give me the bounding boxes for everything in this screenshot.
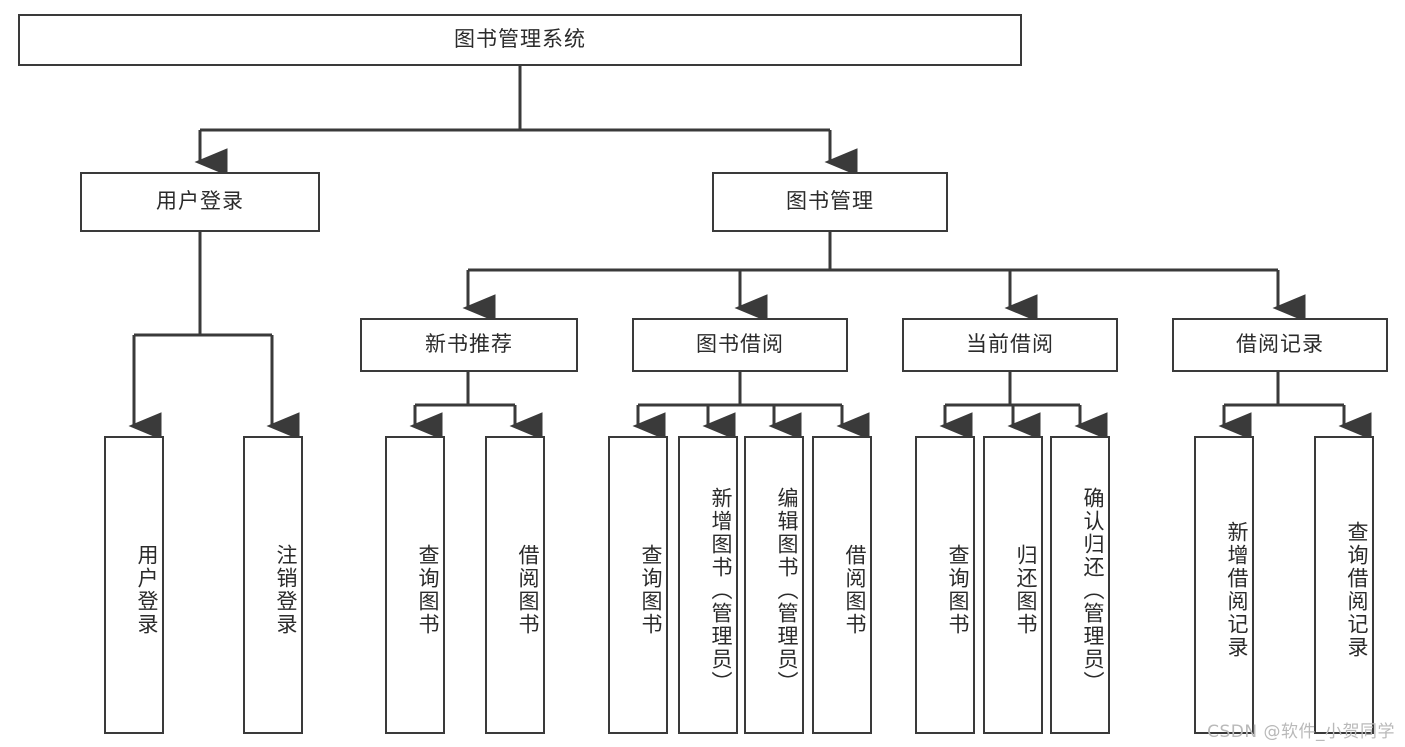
node-leaf-return-book[interactable]: 归还图书 bbox=[983, 436, 1043, 734]
node-level3-borrow-book[interactable]: 图书借阅 bbox=[632, 318, 848, 372]
node-level3-borrow-book-label: 图书借阅 bbox=[696, 332, 784, 357]
node-leaf-query-book-current-label: 查询图书 bbox=[946, 544, 970, 636]
node-leaf-query-book-current[interactable]: 查询图书 bbox=[915, 436, 975, 734]
node-leaf-edit-book-admin[interactable]: 编辑图书（管理员） bbox=[744, 436, 804, 734]
node-leaf-query-borrow-record[interactable]: 查询借阅记录 bbox=[1314, 436, 1374, 734]
node-leaf-query-book[interactable]: 查询图书 bbox=[608, 436, 668, 734]
node-leaf-logout-label: 注销登录 bbox=[274, 544, 298, 636]
node-leaf-query-book-newbook[interactable]: 查询图书 bbox=[385, 436, 445, 734]
node-leaf-confirm-return-admin-label: 确认归还（管理员） bbox=[1081, 486, 1105, 694]
node-leaf-borrow-book-label: 借阅图书 bbox=[843, 544, 867, 636]
node-leaf-user-login-label: 用户登录 bbox=[135, 544, 159, 636]
node-level3-borrow-record-label: 借阅记录 bbox=[1236, 332, 1324, 357]
node-leaf-query-book-label: 查询图书 bbox=[639, 544, 663, 636]
node-level3-borrow-record[interactable]: 借阅记录 bbox=[1172, 318, 1388, 372]
node-root[interactable]: 图书管理系统 bbox=[18, 14, 1022, 66]
node-leaf-query-borrow-record-label: 查询借阅记录 bbox=[1345, 521, 1369, 659]
node-level3-current-borrow[interactable]: 当前借阅 bbox=[902, 318, 1118, 372]
node-root-label: 图书管理系统 bbox=[454, 27, 586, 52]
node-leaf-return-book-label: 归还图书 bbox=[1014, 544, 1038, 636]
node-leaf-query-book-newbook-label: 查询图书 bbox=[416, 544, 440, 636]
node-leaf-add-borrow-record-label: 新增借阅记录 bbox=[1225, 521, 1249, 659]
node-leaf-edit-book-admin-label: 编辑图书（管理员） bbox=[775, 486, 799, 694]
node-leaf-add-book-admin-label: 新增图书（管理员） bbox=[709, 486, 733, 694]
node-leaf-user-login[interactable]: 用户登录 bbox=[104, 436, 164, 734]
node-level2-user-login[interactable]: 用户登录 bbox=[80, 172, 320, 232]
node-level2-user-login-label: 用户登录 bbox=[156, 189, 244, 214]
node-leaf-confirm-return-admin[interactable]: 确认归还（管理员） bbox=[1050, 436, 1110, 734]
node-level3-current-borrow-label: 当前借阅 bbox=[966, 332, 1054, 357]
node-leaf-add-book-admin[interactable]: 新增图书（管理员） bbox=[678, 436, 738, 734]
node-leaf-borrow-book[interactable]: 借阅图书 bbox=[812, 436, 872, 734]
node-leaf-borrow-book-newbook[interactable]: 借阅图书 bbox=[485, 436, 545, 734]
node-level2-book-manage[interactable]: 图书管理 bbox=[712, 172, 948, 232]
node-leaf-borrow-book-newbook-label: 借阅图书 bbox=[516, 544, 540, 636]
node-leaf-add-borrow-record[interactable]: 新增借阅记录 bbox=[1194, 436, 1254, 734]
node-level3-new-book-label: 新书推荐 bbox=[425, 332, 513, 357]
node-level3-new-book[interactable]: 新书推荐 bbox=[360, 318, 578, 372]
node-leaf-logout[interactable]: 注销登录 bbox=[243, 436, 303, 734]
watermark-text: CSDN @软件_小贺同学 bbox=[1207, 722, 1395, 742]
node-level2-book-manage-label: 图书管理 bbox=[786, 189, 874, 214]
